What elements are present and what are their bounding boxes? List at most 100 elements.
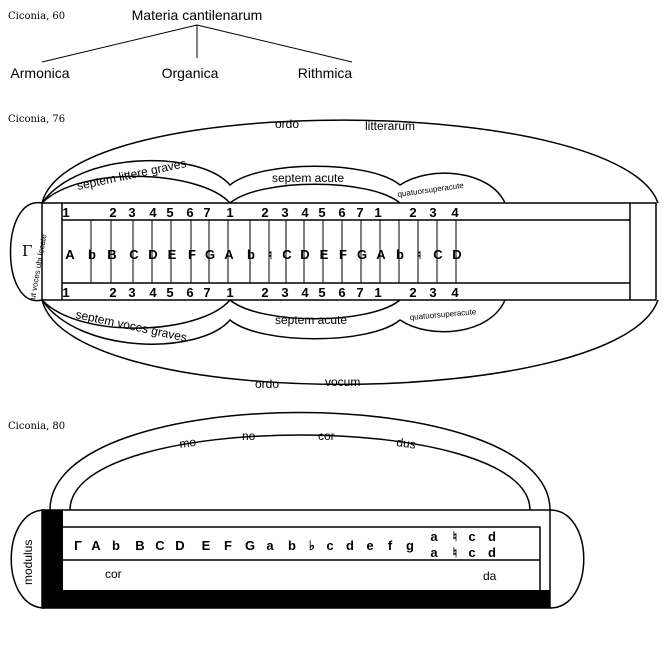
outer-arc-bottom: [41, 299, 659, 386]
group-label: septem acute: [272, 171, 344, 185]
number-top: 1: [374, 205, 381, 220]
number-top: 6: [186, 205, 193, 220]
letter-lower: a: [430, 545, 438, 560]
number-bottom: 4: [149, 285, 157, 300]
number-top: 1: [62, 205, 69, 220]
number-bottom: 2: [109, 285, 116, 300]
bottom-right-syllable: da: [483, 569, 497, 583]
group-arcs-bottom: [41, 299, 506, 345]
letter: C: [433, 247, 443, 262]
letter: A: [65, 247, 75, 262]
number-bottom: 2: [409, 285, 416, 300]
letter: E: [202, 538, 211, 553]
letter: d: [346, 538, 354, 553]
letter: G: [245, 538, 255, 553]
number-top: 7: [203, 205, 210, 220]
letter: f: [388, 538, 393, 553]
number-top: 7: [356, 205, 363, 220]
number-bottom: 6: [186, 285, 193, 300]
number-bottom: 1: [62, 285, 69, 300]
letter-upper: c: [468, 529, 475, 544]
letter: b: [112, 538, 120, 553]
number-bottom: 1: [374, 285, 381, 300]
number-bottom: 1: [226, 285, 233, 300]
letter: C: [155, 538, 165, 553]
number-bottom: 5: [166, 285, 173, 300]
right-cap: [549, 509, 585, 609]
number-bottom: 5: [318, 285, 325, 300]
letter: D: [148, 247, 157, 262]
tree-root: Materia cantilenarum: [132, 7, 263, 23]
letter: g: [406, 538, 414, 553]
letter-lower: d: [488, 545, 496, 560]
letter: B: [107, 247, 116, 262]
outer-bottom-label: vocum: [325, 375, 360, 389]
letter-lower: ♮: [453, 545, 458, 560]
caption: Ciconia, 76: [8, 114, 65, 125]
gamma-label: Γ: [22, 242, 32, 260]
letter: E: [320, 247, 329, 262]
number-bottom: 3: [281, 285, 288, 300]
letter: e: [366, 538, 373, 553]
letter-upper: ♮: [453, 529, 458, 544]
letter: G: [205, 247, 215, 262]
tree-child: Organica: [162, 65, 219, 81]
number-top: 5: [166, 205, 173, 220]
number-top: 5: [318, 205, 325, 220]
left-cap: [9, 202, 43, 302]
letter: C: [282, 247, 292, 262]
left-cap-label: modulus: [21, 540, 35, 585]
tree-child: Armonica: [10, 65, 69, 81]
number-top: 3: [281, 205, 288, 220]
outer-top-label: ordo: [275, 117, 299, 131]
tree-child: Rithmica: [298, 65, 353, 81]
number-bottom: 4: [301, 285, 309, 300]
letter: Γ: [74, 538, 82, 553]
staff-rows: [63, 526, 541, 590]
number-top: 1: [226, 205, 233, 220]
letter: ♭: [309, 538, 315, 553]
letter: b: [247, 247, 255, 262]
arch-syllable: dus: [396, 435, 417, 452]
letter-upper: a: [430, 529, 438, 544]
black-bar-left: [42, 510, 63, 608]
group-label: quatuorsuperacute: [397, 181, 465, 199]
bottom-left-syllable: cor: [105, 567, 122, 581]
number-top: 4: [301, 205, 309, 220]
number-bottom: 7: [203, 285, 210, 300]
letter: C: [129, 247, 139, 262]
number-bottom: 4: [451, 285, 459, 300]
number-bottom: 3: [128, 285, 135, 300]
letter: b: [288, 538, 296, 553]
figure-ciconia-60: Ciconia, 60 Materia cantilenarum Armonic…: [8, 7, 352, 81]
outer-top-label: litterarum: [365, 119, 415, 133]
number-bottom: 6: [338, 285, 345, 300]
letter: b: [396, 247, 404, 262]
letter-upper: d: [488, 529, 496, 544]
letter: D: [452, 247, 461, 262]
number-bottom: 2: [261, 285, 268, 300]
number-top: 4: [149, 205, 157, 220]
letter: b: [88, 247, 96, 262]
number-top: 2: [261, 205, 268, 220]
black-bar-bottom: [42, 590, 550, 608]
number-top: 3: [128, 205, 135, 220]
arch-inner: [69, 434, 531, 511]
letter-lower: c: [468, 545, 475, 560]
arch-syllable: cor: [318, 429, 335, 443]
letter: D: [175, 538, 184, 553]
arch-syllable: no: [242, 429, 256, 443]
letter: F: [188, 247, 196, 262]
letter: ♮: [417, 247, 422, 262]
number-top: 4: [451, 205, 459, 220]
figure-ciconia-76: Ciconia, 76 ordo litterarum ordo vocum s…: [8, 114, 659, 391]
outer-arc-top: [41, 119, 659, 204]
group-arcs-top: [41, 159, 506, 204]
staff-table: [41, 202, 657, 301]
letter: a: [266, 538, 274, 553]
number-bottom: 7: [356, 285, 363, 300]
